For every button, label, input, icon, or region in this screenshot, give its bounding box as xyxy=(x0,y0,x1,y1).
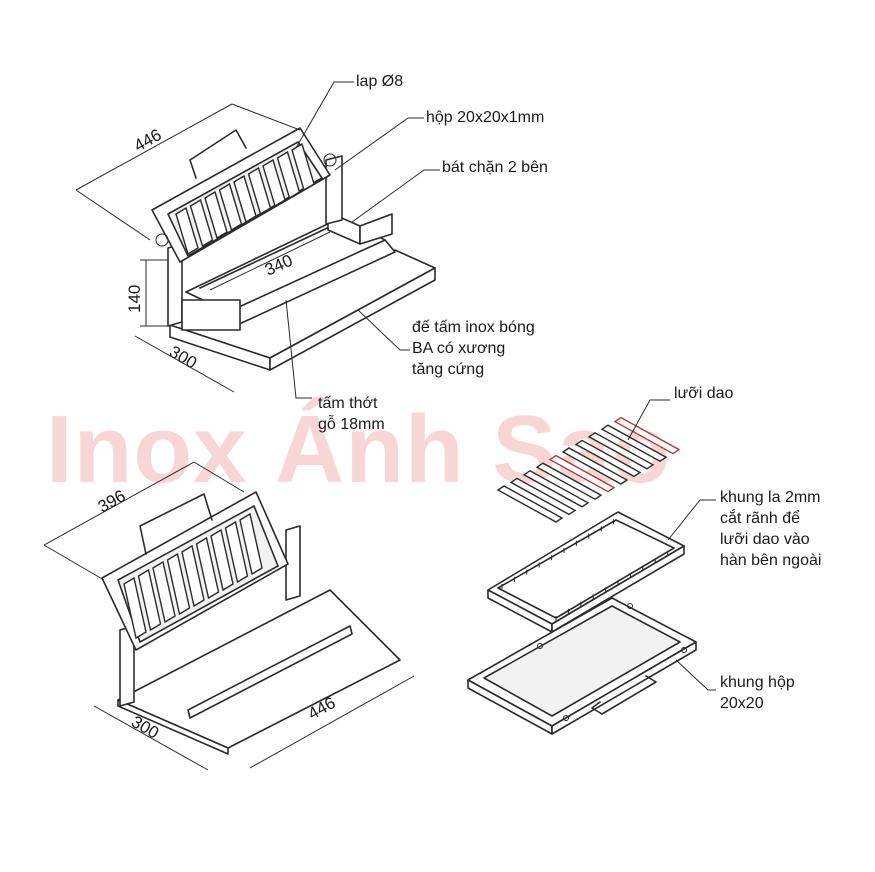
top-blades xyxy=(175,142,315,256)
bl-blade xyxy=(239,512,263,576)
exp-hole-3 xyxy=(681,647,687,653)
dim-300-top-line xyxy=(134,335,235,393)
label-tam-1: tấm thớt xyxy=(318,395,378,412)
bl-right-post xyxy=(285,525,301,601)
dim-446-bl-line xyxy=(249,675,415,769)
leader-lap xyxy=(295,81,354,149)
exp-hole-2 xyxy=(627,603,633,609)
dim-396-ext-b xyxy=(193,461,245,493)
exp-box-handle xyxy=(591,675,657,715)
bl-handle xyxy=(139,493,213,555)
label-khung-la-3: lưỡi dao vào xyxy=(720,531,810,548)
top-blade xyxy=(175,206,199,256)
bottom-left-assembly: 396 300 446 xyxy=(43,461,415,771)
exp-box-frame-side xyxy=(551,641,697,735)
dim-396-ext-a xyxy=(43,544,105,581)
top-left-bracket xyxy=(181,299,241,331)
dim-446-top: 446 xyxy=(131,125,165,155)
top-base-side xyxy=(269,267,436,371)
exp-blades xyxy=(496,416,681,523)
top-blade xyxy=(291,142,315,192)
bl-blade xyxy=(195,536,220,600)
dim-446-top-line xyxy=(75,103,233,191)
top-blade xyxy=(262,158,286,208)
top-side-stop-right-b xyxy=(359,213,393,245)
bl-blade xyxy=(166,552,191,616)
leader-khung-hop xyxy=(675,659,716,691)
label-bat: bát chặn 2 bên xyxy=(442,159,548,176)
label-tam-2: gỗ 18mm xyxy=(318,414,385,433)
label-khung-hop-1: khung hộp xyxy=(720,674,795,691)
dim-300-top: 300 xyxy=(166,342,200,373)
top-blade xyxy=(247,166,272,216)
exp-blade xyxy=(522,469,590,508)
top-blade xyxy=(233,174,257,224)
exp-blade xyxy=(561,447,629,485)
exp-blade xyxy=(509,477,577,516)
exp-blade xyxy=(600,424,668,463)
exp-slotted-frame-side xyxy=(551,545,685,633)
bl-blade xyxy=(137,568,162,632)
top-right-post xyxy=(325,155,343,225)
exp-blade xyxy=(587,431,655,470)
exp-hole-4 xyxy=(563,715,569,721)
leader-luoi xyxy=(627,399,670,441)
exp-box-frame-inner xyxy=(483,605,681,717)
top-blade xyxy=(204,190,228,240)
leader-tam xyxy=(285,299,312,399)
label-de-2: BA có xương xyxy=(412,340,505,357)
bl-blade xyxy=(152,560,176,624)
exp-blade xyxy=(574,439,642,478)
dim-140: 140 xyxy=(125,285,144,313)
exp-blade xyxy=(496,485,564,523)
top-blade xyxy=(189,198,214,248)
label-khung-hop-2: 20x20 xyxy=(720,695,764,712)
bl-blade xyxy=(123,576,147,640)
bl-base-front xyxy=(117,699,229,755)
top-rod-end-right xyxy=(323,153,337,167)
label-lap: lap Ø8 xyxy=(356,73,403,90)
dim-300-bl-line xyxy=(93,705,209,771)
leader-bat xyxy=(351,169,440,223)
bl-blade xyxy=(181,544,205,608)
top-blade xyxy=(218,182,243,232)
label-khung-la-4: hàn bên ngoài xyxy=(720,552,821,569)
label-khung-la-2: cắt rãnh để xyxy=(720,508,800,527)
exp-blade xyxy=(613,416,681,455)
exp-slots xyxy=(501,519,669,621)
label-luoi: lưỡi dao xyxy=(674,385,734,402)
leader-hop xyxy=(334,117,424,171)
top-rod-end-left xyxy=(155,233,169,247)
top-handle xyxy=(189,129,247,179)
label-de-3: tăng cứng xyxy=(412,361,484,378)
exp-hole-1 xyxy=(537,643,543,649)
label-khung-la-1: khung la 2mm xyxy=(720,489,821,506)
dim-340-line xyxy=(209,231,331,291)
leader-de xyxy=(357,309,410,351)
dim-446-top-ext-b xyxy=(231,103,301,131)
dim-446-top-ext-a xyxy=(75,189,151,241)
bl-blade xyxy=(224,520,249,584)
exploded-assembly: lưỡi dao khung la 2mm cắt rãnh để lưỡi d… xyxy=(467,385,821,735)
leader-khung-la xyxy=(667,499,716,541)
bl-blades xyxy=(123,512,263,640)
label-de-1: đế tấm inox bóng xyxy=(412,319,535,336)
exp-blade xyxy=(535,462,603,501)
label-hop: hộp 20x20x1mm xyxy=(426,109,544,126)
top-blade xyxy=(276,150,301,200)
bl-blade xyxy=(210,528,234,592)
bl-wood-edge xyxy=(187,625,353,719)
exp-blade xyxy=(548,454,616,493)
dim-396-line xyxy=(43,461,195,546)
top-assembly: 446 140 300 340 lap Ø8 hộp 20x20x1mm bát… xyxy=(75,73,548,433)
